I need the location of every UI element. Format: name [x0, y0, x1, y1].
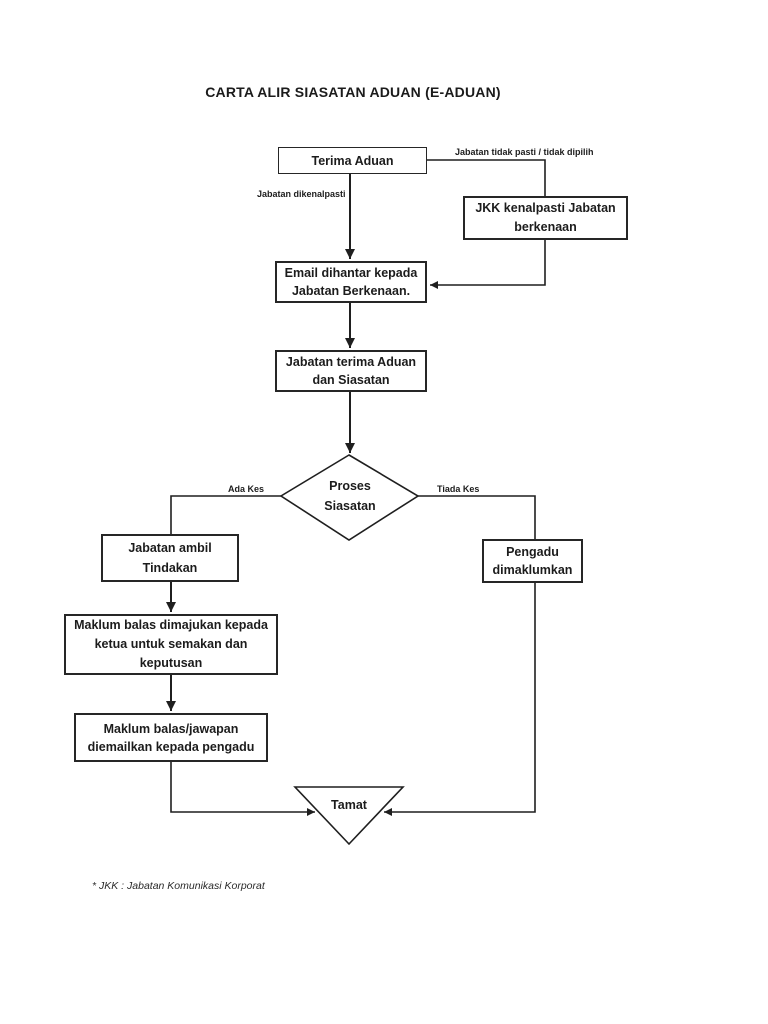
- node-terima-aduan: Terima Aduan: [278, 147, 427, 174]
- node-jabatan-terima: Jabatan terima Aduan dan Siasatan: [275, 350, 427, 392]
- node-jabatan-ambil-tindakan: Jabatan ambil Tindakan: [101, 534, 239, 582]
- decision-proses-siasatan-label: Proses Siasatan: [324, 479, 376, 513]
- node-jkk-kenalpasti: JKK kenalpasti Jabatan berkenaan: [463, 196, 628, 240]
- node-email-dihantar-label: Email dihantar kepada Jabatan Berkenaan.: [284, 266, 418, 298]
- node-pengadu-dimaklumkan-label: Pengadu dimaklumkan: [492, 545, 573, 577]
- connector-diamond-to-ambil: [170, 495, 281, 534]
- node-email-dihantar: Email dihantar kepada Jabatan Berkenaan.: [275, 261, 427, 303]
- terminator-triangle-shape: [293, 786, 405, 846]
- connector-jkk-to-email: [430, 240, 546, 289]
- edge-label-jabatan-tidak-pasti: Jabatan tidak pasti / tidak dipilih: [455, 147, 594, 157]
- edge-label-ada-kes: Ada Kes: [228, 484, 265, 494]
- node-jkk-kenalpasti-label: JKK kenalpasti Jabatan berkenaan: [475, 201, 616, 234]
- connector-maklum2-to-tamat: [170, 762, 315, 816]
- node-maklum-balas-ketua-label: Maklum balas dimajukan kepada ketua untu…: [74, 618, 268, 670]
- page-title: CARTA ALIR SIASATAN ADUAN (E-ADUAN): [205, 84, 501, 100]
- edge-label-jabatan-dikenalpasti: Jabatan dikenalpasti: [257, 189, 346, 199]
- connector-terima-to-jkk: [427, 159, 546, 196]
- footnote-jkk-definition: * JKK : Jabatan Komunikasi Korporat: [92, 880, 265, 892]
- node-pengadu-dimaklumkan: Pengadu dimaklumkan: [482, 539, 583, 583]
- terminator-tamat-label: Tamat: [331, 798, 367, 812]
- node-jabatan-ambil-tindakan-label: Jabatan ambil Tindakan: [128, 541, 212, 575]
- node-jabatan-terima-label: Jabatan terima Aduan dan Siasatan: [285, 355, 417, 387]
- node-maklum-balas-ketua: Maklum balas dimajukan kepada ketua untu…: [64, 614, 278, 675]
- node-maklum-balas-email-label: Maklum balas/jawapan diemailkan kepada p…: [87, 721, 255, 754]
- node-terima-aduan-label: Terima Aduan: [311, 153, 394, 168]
- decision-diamond-shape: [279, 454, 420, 541]
- edge-label-tiada-kes: Tiada Kes: [437, 484, 480, 494]
- node-maklum-balas-email: Maklum balas/jawapan diemailkan kepada p…: [74, 713, 268, 762]
- connector-pengadu-to-tamat: [384, 583, 536, 816]
- connector-diamond-to-pengadu: [418, 495, 536, 539]
